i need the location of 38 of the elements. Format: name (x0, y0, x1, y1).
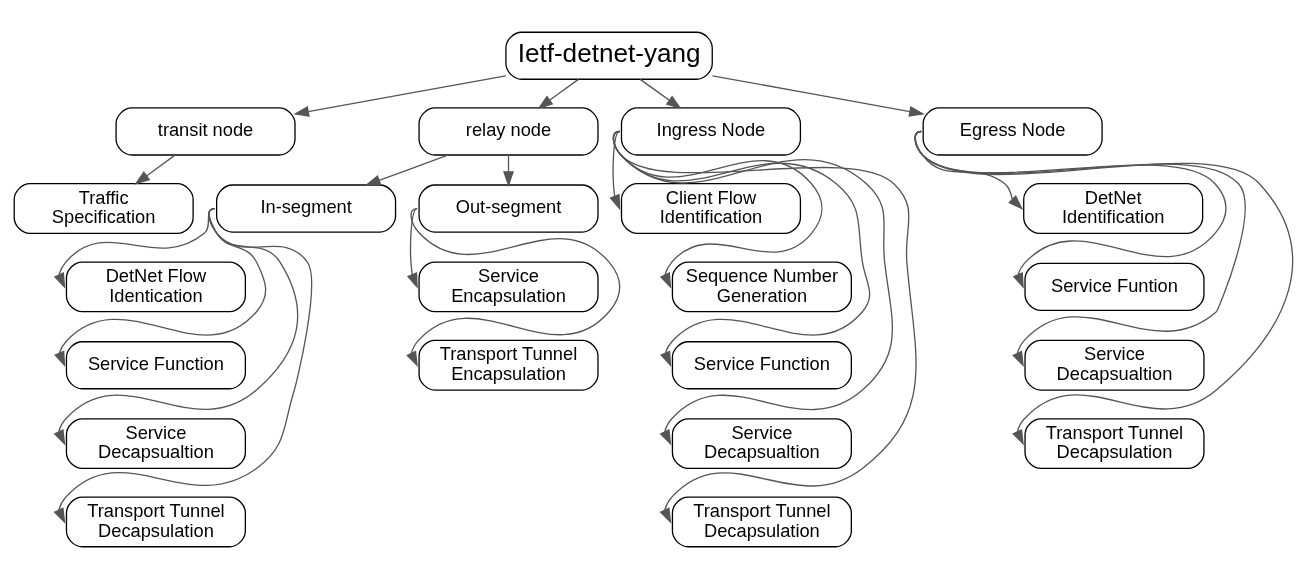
arrow (612, 130, 871, 367)
arrow (639, 78, 682, 109)
node-box: Egress Node (922, 106, 1103, 156)
node-box: Transport Tunnel Encapsulation (418, 339, 599, 391)
arrow (406, 207, 621, 367)
arrow (364, 153, 449, 186)
node-box: Sequence Number Generation (671, 260, 852, 312)
arrow (612, 130, 917, 524)
node-box: Transport Tunnel Decapsulation (65, 496, 247, 547)
node-box: In-segment (216, 183, 397, 233)
node-box: Service Function (671, 340, 852, 389)
arrow (914, 130, 1294, 445)
arrow (537, 78, 580, 109)
node-box: Service Decapsualtion (65, 417, 247, 469)
arrow (612, 130, 823, 289)
node-box: Service Decapsualtion (671, 417, 852, 469)
node-box: Traffic Specification (13, 182, 194, 234)
node-box: relay node (418, 106, 599, 156)
node-box: Client Flow Identification (620, 182, 802, 234)
node-box: Service Funtion (1024, 262, 1205, 311)
arrow (711, 74, 925, 117)
node-box: Out-segment (418, 183, 599, 233)
node-box: Service Function (65, 340, 247, 389)
node-box: Service Encapsulation (418, 260, 599, 312)
arrow (53, 207, 313, 524)
node-box: Transport Tunnel Decapsulation (671, 496, 852, 547)
arrow (293, 74, 507, 117)
node-box: DetNet Identification (1023, 182, 1204, 234)
node-box: Service Decapsualtion (1024, 339, 1205, 391)
node-box: Ietf-detnet-yang (505, 31, 713, 80)
node-box: transit node (115, 106, 296, 156)
arrow (134, 153, 176, 185)
arrow (612, 130, 893, 445)
node-box: Ingress Node (620, 106, 802, 156)
node-box: DetNet Flow Identication (65, 260, 247, 312)
arrow (609, 130, 621, 210)
arrow (406, 207, 418, 289)
node-box: Transport Tunnel Decapsulation (1024, 417, 1205, 469)
